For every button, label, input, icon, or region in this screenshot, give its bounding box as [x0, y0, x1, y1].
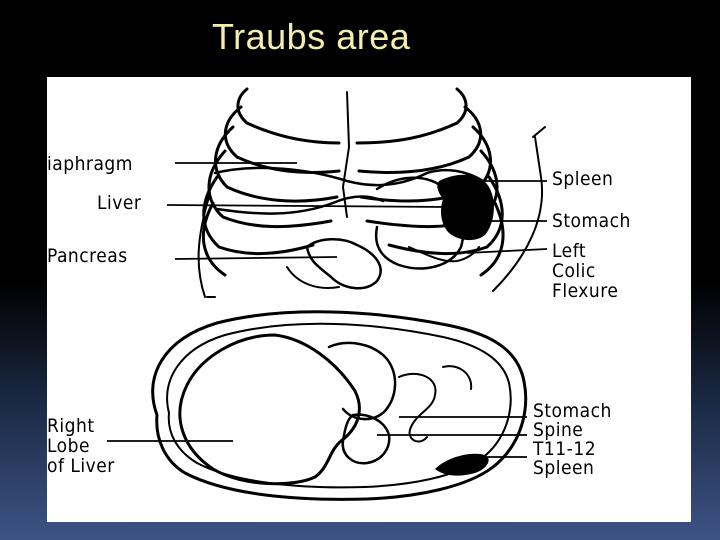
label-right-lobe-line3: of Liver — [47, 455, 115, 477]
slide-title: Traubs area — [212, 16, 411, 57]
top-leader-lines — [166, 162, 548, 260]
liver-lower-edge — [215, 195, 385, 215]
stomach-cross-section — [327, 341, 397, 421]
label-right-lobe-line1: Right — [47, 415, 95, 437]
arm-line — [532, 126, 546, 138]
label-spleen-top: Spleen — [552, 168, 614, 190]
pancreas-outline — [305, 238, 382, 290]
label-left-colic-line1: Left — [552, 240, 587, 262]
stomach-outline — [374, 176, 465, 270]
torso-outline-right — [197, 196, 210, 298]
label-spleen-bottom: Spleen — [533, 457, 595, 479]
liver-outline — [213, 166, 485, 187]
label-vertebrae: T11-12 — [533, 438, 597, 460]
label-left-colic-line3: Flexure — [552, 280, 619, 302]
colon-loop — [286, 266, 340, 289]
spleen-cross-section — [435, 453, 489, 476]
cross-section-inner — [166, 322, 512, 489]
liver-cross-section — [178, 333, 361, 486]
anatomy-figure: iaphragm Liver Pancreas Spleen Stomach L… — [47, 77, 691, 522]
label-stomach-bottom: Stomach — [533, 400, 612, 422]
label-left-colic-line2: Colic — [552, 260, 596, 282]
anatomy-drawing — [107, 87, 548, 501]
cross-section-outer — [151, 310, 528, 501]
label-liver: Liver — [97, 192, 142, 214]
label-stomach-top: Stomach — [552, 210, 631, 232]
right-rib-arcs — [201, 87, 341, 277]
label-right-lobe-line2: Lobe — [47, 435, 91, 457]
bowel-outline-2 — [442, 365, 473, 390]
bowel-outline — [398, 372, 437, 443]
label-diaphragm: iaphragm — [47, 153, 133, 175]
label-spine: Spine — [533, 419, 584, 441]
spleen-shape — [437, 174, 494, 241]
spine-column — [342, 91, 350, 218]
torso-outline-left — [492, 136, 543, 292]
vertebra-cross-section — [341, 413, 391, 465]
label-pancreas: Pancreas — [47, 245, 128, 267]
bottom-leader-lines — [107, 416, 527, 458]
